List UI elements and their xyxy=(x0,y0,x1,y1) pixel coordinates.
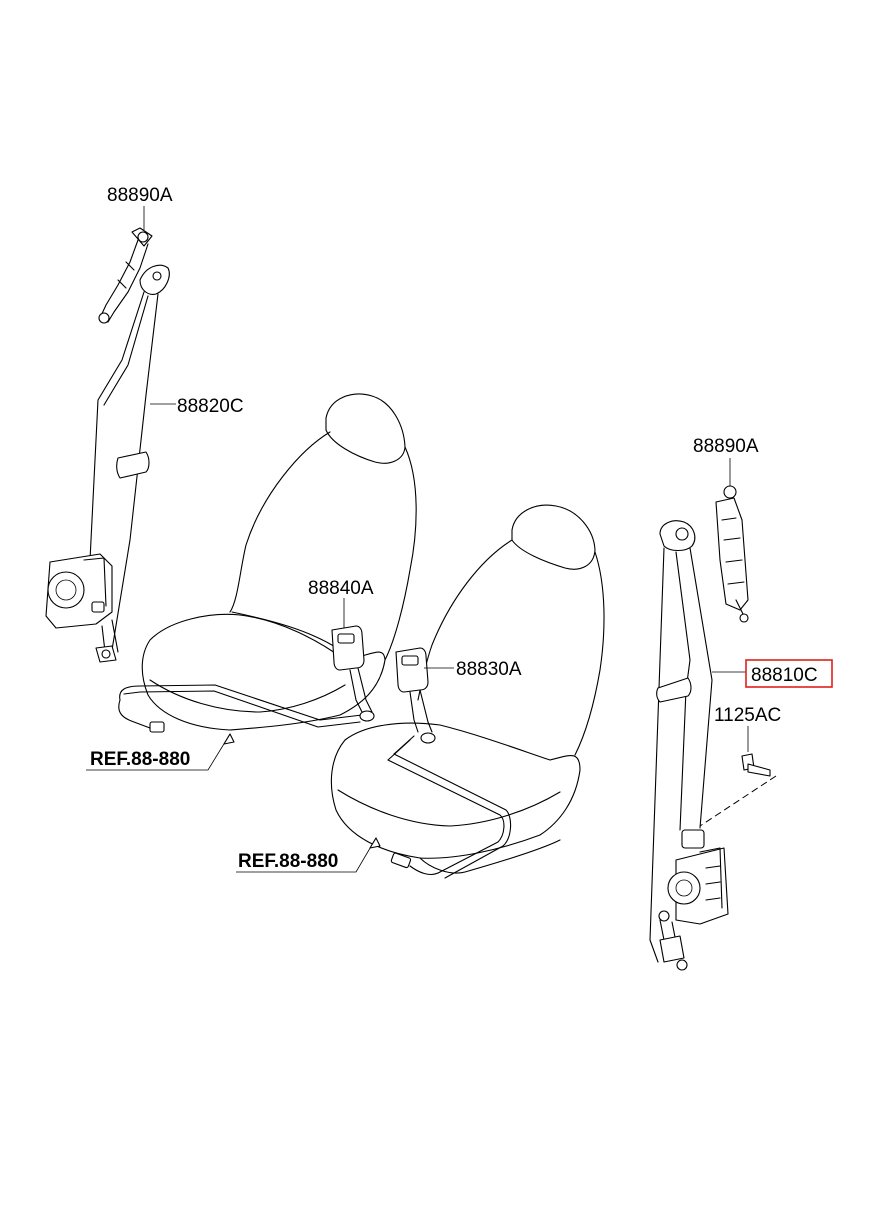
leader-lines xyxy=(86,206,749,873)
label-right-anchor: 88890A xyxy=(693,436,759,457)
label-left-anchor: 88890A xyxy=(107,185,173,206)
left-seat xyxy=(118,393,417,733)
highlight-box xyxy=(745,659,833,688)
label-buckle-right: 88830A xyxy=(456,659,522,680)
buckle-88830A xyxy=(395,647,436,744)
label-right-belt[interactable]: 88810C xyxy=(751,665,818,686)
label-buckle-left: 88840A xyxy=(308,578,374,599)
label-left-belt: 88820C xyxy=(177,396,244,417)
right-belt-assembly xyxy=(649,485,749,971)
buckle-88840A xyxy=(331,625,375,722)
bolt-1125AC xyxy=(699,753,777,827)
label-ref-right: REF.88-880 xyxy=(238,851,338,872)
right-seat xyxy=(330,504,605,879)
label-bolt: 1125AC xyxy=(714,705,781,726)
label-ref-left: REF.88-880 xyxy=(90,749,190,770)
left-belt-assembly xyxy=(45,227,170,663)
